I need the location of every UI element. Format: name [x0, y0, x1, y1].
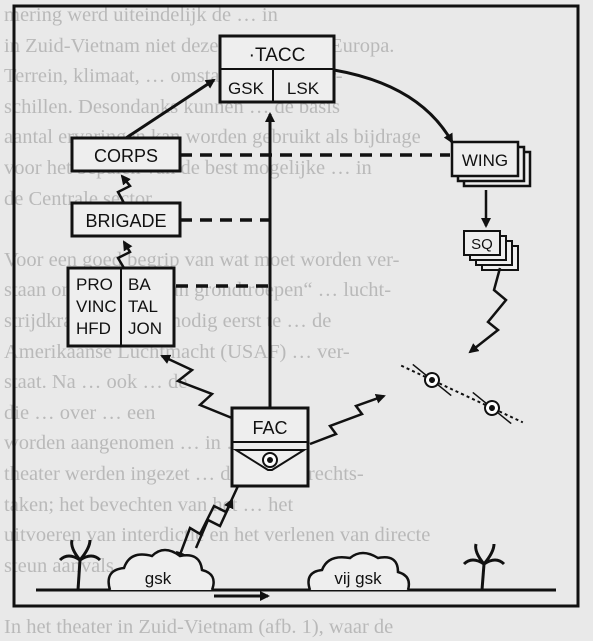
gsk-to-fac-link	[194, 498, 234, 549]
tacc-gsk-label: GSK	[228, 79, 265, 98]
brigade-label: BRIGADE	[85, 211, 166, 231]
background-text-line: staat. Na … ook … de	[4, 371, 188, 394]
corps-label: CORPS	[94, 146, 158, 166]
tacc-title: ·TACC	[249, 45, 306, 66]
background-text-line: uitvoeren van interdictie en het verlene…	[4, 524, 431, 547]
corps-to-tacc-arrow	[125, 78, 216, 140]
brigade-box: BRIGADE	[70, 201, 182, 238]
background-text-line: die … over … een	[4, 401, 156, 424]
battalion-line-2: TAL	[128, 297, 158, 316]
aircraft-formation-icon	[400, 363, 524, 425]
squadron-label: SQ	[471, 236, 493, 253]
enemy-ground-forces-cloud: vij gsk	[307, 551, 411, 591]
province-line-3: HFD	[76, 319, 111, 338]
fac-aircraft-icon	[232, 449, 308, 471]
background-text-line: theater werden ingezet … deze … gerechts…	[4, 462, 364, 485]
wing-label: WING	[462, 151, 508, 170]
tacc-to-wing-arrow	[333, 68, 454, 144]
province-line-2: VINC	[76, 297, 117, 316]
wing-box-stack: WING	[450, 140, 532, 188]
battalion-line-3: JON	[128, 319, 162, 338]
background-text-line: mering werd uiteindelijk de … in	[4, 4, 278, 26]
brigade-to-corps-arrow	[116, 174, 132, 204]
province-battalion-box: PRO VINC HFD BA TAL JON	[66, 266, 176, 348]
corps-box: CORPS	[70, 136, 182, 173]
squadron-box-stack: SQ	[463, 230, 519, 271]
background-text-line: In het theater in Zuid-Vietnam (afb. 1),…	[4, 615, 394, 638]
battalion-line-1: BA	[128, 275, 151, 294]
background-text-line: taken; het bevechten van het … het	[4, 493, 294, 516]
background-text-line: Amerikaanse Luchtmacht (USAF) … ver-	[4, 340, 350, 363]
friendly-ground-forces-cloud: gsk	[107, 548, 215, 591]
fac-to-aircraft-link	[309, 393, 386, 446]
tacc-lsk-label: LSK	[287, 79, 320, 98]
fac-box: FAC	[230, 406, 310, 488]
province-to-brigade-arrow	[116, 240, 133, 269]
fac-label: FAC	[252, 418, 287, 438]
vij-gsk-label: vij gsk	[334, 569, 382, 588]
province-line-1: PRO	[76, 275, 113, 294]
squadron-to-aircraft-arrow	[468, 267, 508, 354]
fac-to-province-arrow	[160, 354, 233, 420]
tacc-box: ·TACC GSK LSK	[218, 34, 336, 104]
palm-tree-left-icon	[58, 539, 102, 591]
diagram-frame	[12, 4, 580, 608]
gsk-label: gsk	[145, 569, 172, 588]
palm-tree-right-icon	[462, 543, 506, 591]
